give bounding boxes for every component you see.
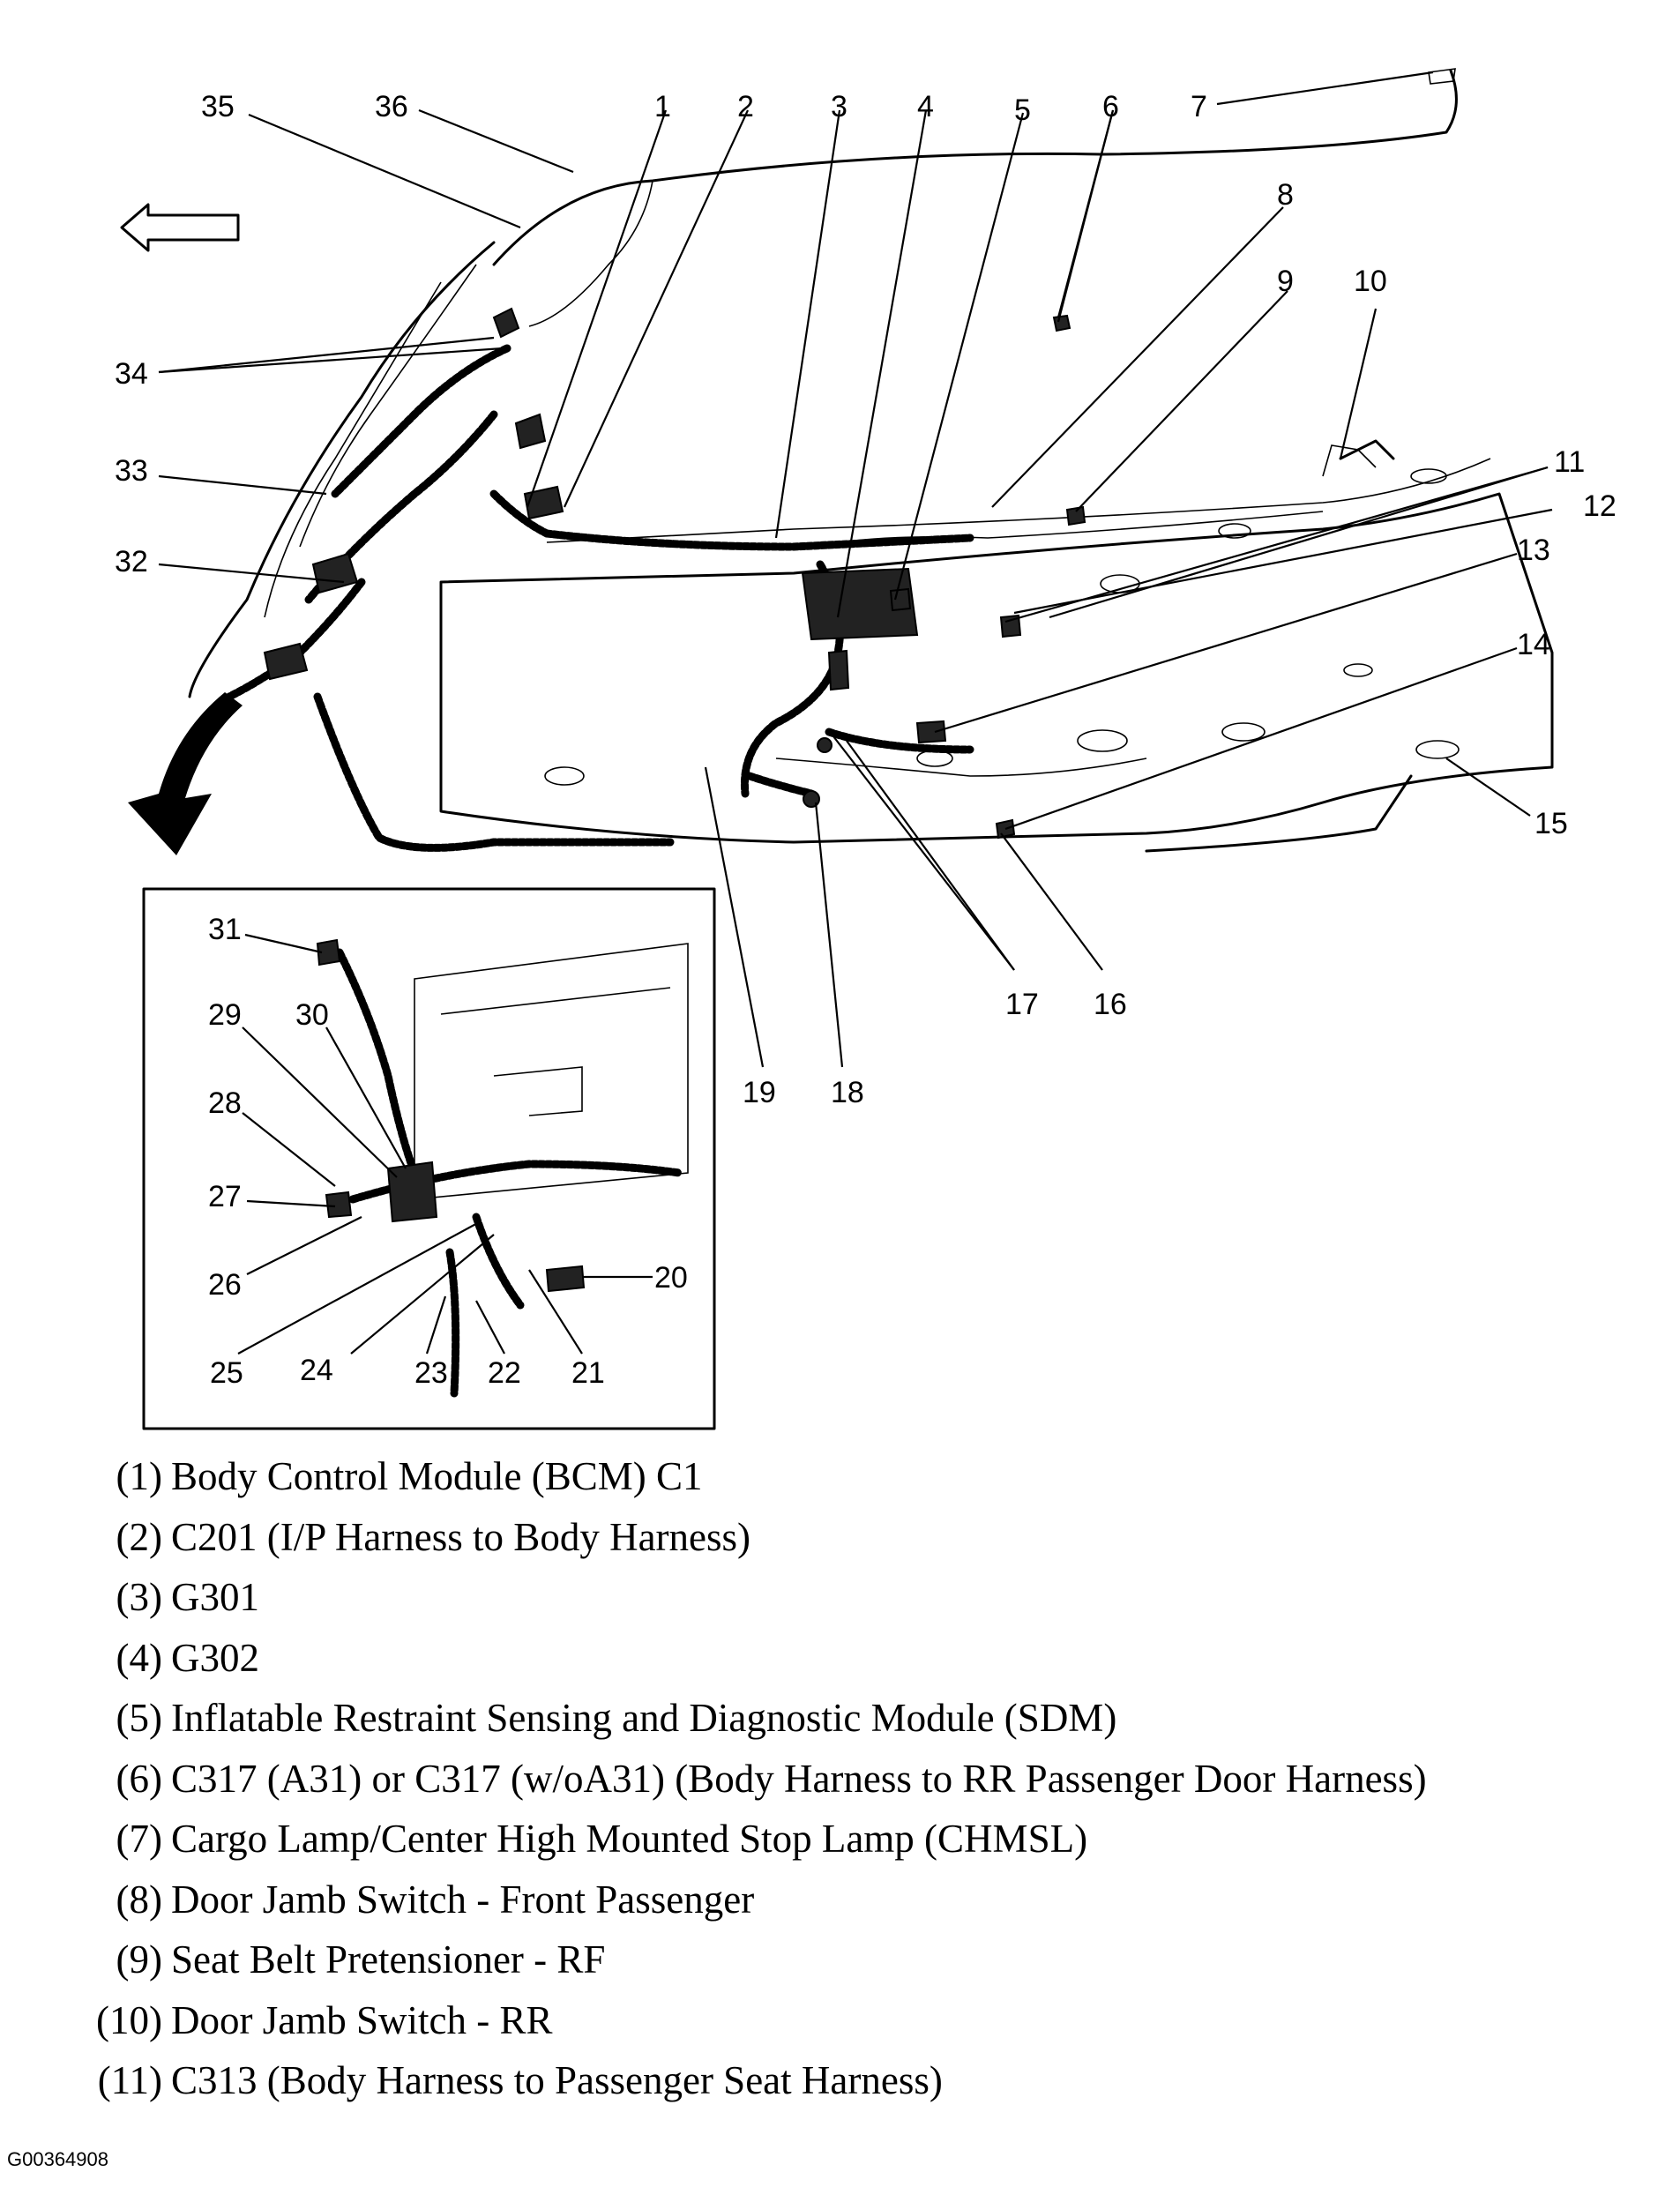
legend-number: (8) xyxy=(116,1877,162,1922)
legend-number: (3) xyxy=(116,1575,162,1619)
callout-31: 31 xyxy=(208,913,242,946)
legend-number: (4) xyxy=(116,1635,162,1680)
legend-label: C201 (I/P Harness to Body Harness) xyxy=(171,1514,751,1559)
callout-7: 7 xyxy=(1191,90,1207,123)
callout-1: 1 xyxy=(654,90,671,123)
legend-number: (10) xyxy=(96,1997,162,2042)
body-harness-route xyxy=(542,529,974,551)
callout-14: 14 xyxy=(1517,628,1550,661)
legend-item: (10)Door Jamb Switch - RR xyxy=(78,1990,1656,2051)
callout-32: 32 xyxy=(115,545,148,578)
legend-label: C317 (A31) or C317 (w/oA31) (Body Harnes… xyxy=(171,1756,1427,1801)
legend-label: Body Control Module (BCM) C1 xyxy=(171,1454,703,1498)
callout-4: 4 xyxy=(917,90,934,123)
callout-28: 28 xyxy=(208,1086,242,1120)
legend-number: (2) xyxy=(116,1514,162,1559)
callout-33: 33 xyxy=(115,454,148,488)
callout-8: 8 xyxy=(1277,178,1294,212)
callout-35: 35 xyxy=(201,90,235,123)
callout-29: 29 xyxy=(208,998,242,1032)
callout-25: 25 xyxy=(210,1356,243,1390)
callout-26: 26 xyxy=(208,1268,242,1302)
callout-36: 36 xyxy=(375,90,408,123)
callout-13: 13 xyxy=(1517,534,1550,567)
callout-5: 5 xyxy=(1014,93,1031,127)
inset-detail-frame xyxy=(142,887,716,1430)
component-legend: (1)Body Control Module (BCM) C1 (2)C201 … xyxy=(78,1446,1656,2111)
legend-number: (6) xyxy=(116,1756,162,1801)
legend-item: (2)C201 (I/P Harness to Body Harness) xyxy=(78,1507,1656,1568)
legend-label: Door Jamb Switch - Front Passenger xyxy=(171,1877,755,1922)
callout-27: 27 xyxy=(208,1180,242,1213)
callout-2: 2 xyxy=(737,90,754,123)
callout-leaders xyxy=(158,71,1553,1355)
legend-number: (1) xyxy=(116,1454,162,1498)
roof-rail-harness xyxy=(492,69,1458,266)
callout-30: 30 xyxy=(295,998,329,1032)
callout-34: 34 xyxy=(115,357,148,391)
legend-label: Door Jamb Switch - RR xyxy=(171,1997,553,2042)
callout-19: 19 xyxy=(743,1076,776,1109)
legend-label: Seat Belt Pretensioner - RF xyxy=(171,1937,606,1982)
legend-label: Inflatable Restraint Sensing and Diagnos… xyxy=(171,1696,1117,1740)
figure-id: G00364908 xyxy=(7,2148,108,2170)
legend-item: (11)C313 (Body Harness to Passenger Seat… xyxy=(78,2050,1656,2111)
callout-11: 11 xyxy=(1554,445,1585,479)
callout-18: 18 xyxy=(831,1076,864,1109)
callout-17: 17 xyxy=(1005,988,1039,1021)
callout-16: 16 xyxy=(1094,988,1127,1021)
legend-item: (9)Seat Belt Pretensioner - RF xyxy=(78,1929,1656,1990)
legend-label: C313 (Body Harness to Passenger Seat Har… xyxy=(171,2058,943,2102)
legend-item: (6)C317 (A31) or C317 (w/oA31) (Body Har… xyxy=(78,1749,1656,1810)
view-detail-arrow xyxy=(128,692,243,855)
legend-label: G302 xyxy=(171,1635,259,1680)
callout-20: 20 xyxy=(654,1261,688,1295)
floor-pan xyxy=(439,492,1554,844)
callout-3: 3 xyxy=(831,90,847,123)
legend-item: (8)Door Jamb Switch - Front Passenger xyxy=(78,1870,1656,1930)
legend-item: (3)G301 xyxy=(78,1567,1656,1628)
callout-12: 12 xyxy=(1583,489,1617,523)
callout-10: 10 xyxy=(1354,265,1387,298)
callout-24: 24 xyxy=(300,1354,333,1387)
legend-label: G301 xyxy=(171,1575,259,1619)
callout-23: 23 xyxy=(414,1356,448,1390)
legend-item: (1)Body Control Module (BCM) C1 xyxy=(78,1446,1656,1507)
legend-label: Cargo Lamp/Center High Mounted Stop Lamp… xyxy=(171,1817,1088,1861)
legend-item: (4)G302 xyxy=(78,1628,1656,1689)
callout-15: 15 xyxy=(1534,807,1568,840)
legend-number: (9) xyxy=(116,1937,162,1982)
callout-9: 9 xyxy=(1277,265,1294,298)
forward-direction-arrow xyxy=(120,203,240,252)
callout-21: 21 xyxy=(571,1356,605,1390)
legend-number: (11) xyxy=(97,2058,162,2102)
callout-6: 6 xyxy=(1102,90,1119,123)
legend-item: (7)Cargo Lamp/Center High Mounted Stop L… xyxy=(78,1809,1656,1870)
legend-number: (7) xyxy=(116,1817,162,1861)
callout-22: 22 xyxy=(488,1356,521,1390)
legend-number: (5) xyxy=(116,1696,162,1740)
wiring-harness-diagram: 1 2 3 4 5 6 7 8 9 10 11 12 13 14 15 16 1… xyxy=(115,68,1617,1430)
legend-item: (5)Inflatable Restraint Sensing and Diag… xyxy=(78,1688,1656,1749)
